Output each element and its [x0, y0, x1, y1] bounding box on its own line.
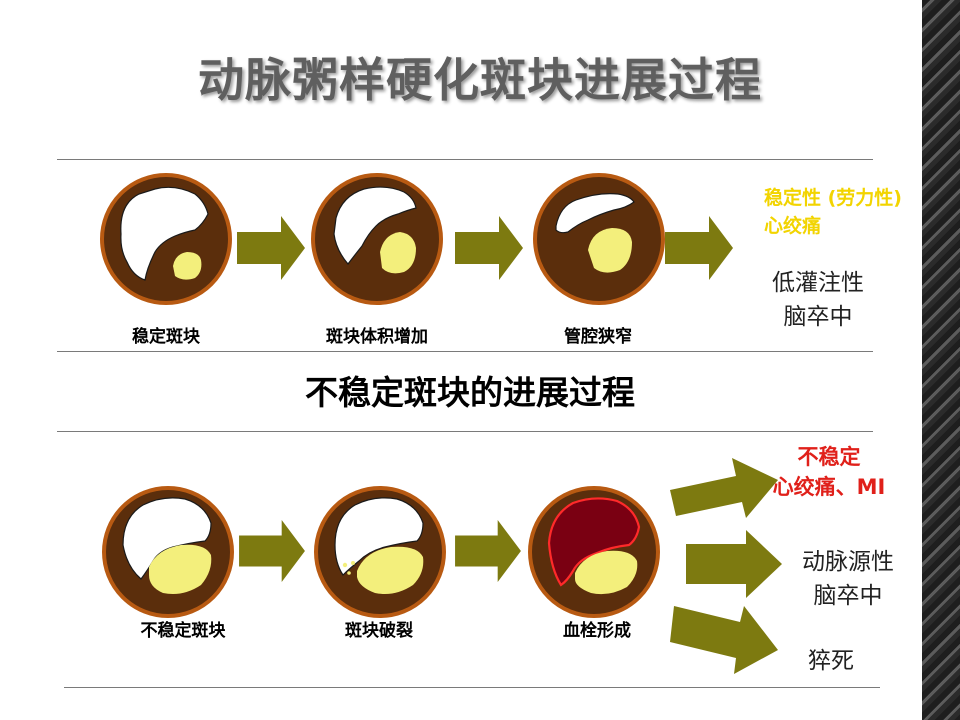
arrow-right-icon [237, 216, 305, 280]
vessel-thrombus [528, 486, 660, 618]
arrow-up-right-icon [670, 458, 778, 518]
arrow-right-icon [455, 520, 521, 582]
outcome-unstable-line2: 心绞痛、MI [772, 475, 886, 499]
divider-mid2 [57, 431, 873, 432]
outcome-hypoperfusion-stroke: 低灌注性 脑卒中 [748, 266, 888, 334]
outcome-arterial-line1: 动脉源性 [802, 549, 894, 575]
outcome-stable-angina-line1: 稳定性 (劳力性) [764, 187, 902, 209]
vessel-unstable-plaque [102, 486, 234, 618]
section-heading-unstable: 不稳定斑块的进展过程 [305, 373, 635, 412]
arrow-right-icon [665, 216, 733, 280]
vessel-lumen-narrowing [533, 173, 665, 305]
arrow-right-icon [239, 520, 305, 582]
arrow-down-right-icon [670, 606, 778, 674]
label-lumen-narrowing: 管腔狭窄 [564, 327, 632, 347]
outcome-arterial-line2: 脑卒中 [813, 583, 883, 609]
arrow-right-icon [686, 530, 782, 598]
page-title: 动脉粥样硬化斑块进展过程 [198, 53, 762, 107]
label-stable-plaque: 稳定斑块 [132, 327, 200, 347]
vessel-stable-plaque [100, 173, 232, 305]
outcome-hypoperfusion-line2: 脑卒中 [783, 304, 853, 330]
outcome-sudden-death: 猝死 [808, 648, 854, 674]
label-plaque-rupture: 斑块破裂 [345, 621, 413, 641]
decorative-stripe [922, 0, 960, 720]
vessel-plaque-rupture [314, 486, 446, 618]
outcome-unstable-angina-mi: 不稳定 心绞痛、MI [754, 442, 904, 502]
divider-mid1 [57, 351, 873, 352]
outcome-hypoperfusion-line1: 低灌注性 [772, 270, 864, 296]
outcome-stable-angina-line2: 心绞痛 [764, 215, 822, 237]
label-plaque-growth: 斑块体积增加 [326, 327, 428, 347]
outcome-unstable-line1: 不稳定 [797, 445, 861, 469]
label-thrombus-formation: 血栓形成 [563, 621, 631, 641]
divider-top [57, 159, 873, 160]
label-unstable-plaque: 不稳定斑块 [140, 621, 226, 641]
vessel-plaque-growth [311, 173, 443, 305]
outcome-arterial-stroke: 动脉源性 脑卒中 [778, 545, 918, 613]
outcome-stable-angina: 稳定性 (劳力性) 心绞痛 [764, 184, 960, 240]
divider-bottom [64, 687, 880, 688]
arrow-right-icon [455, 216, 523, 280]
